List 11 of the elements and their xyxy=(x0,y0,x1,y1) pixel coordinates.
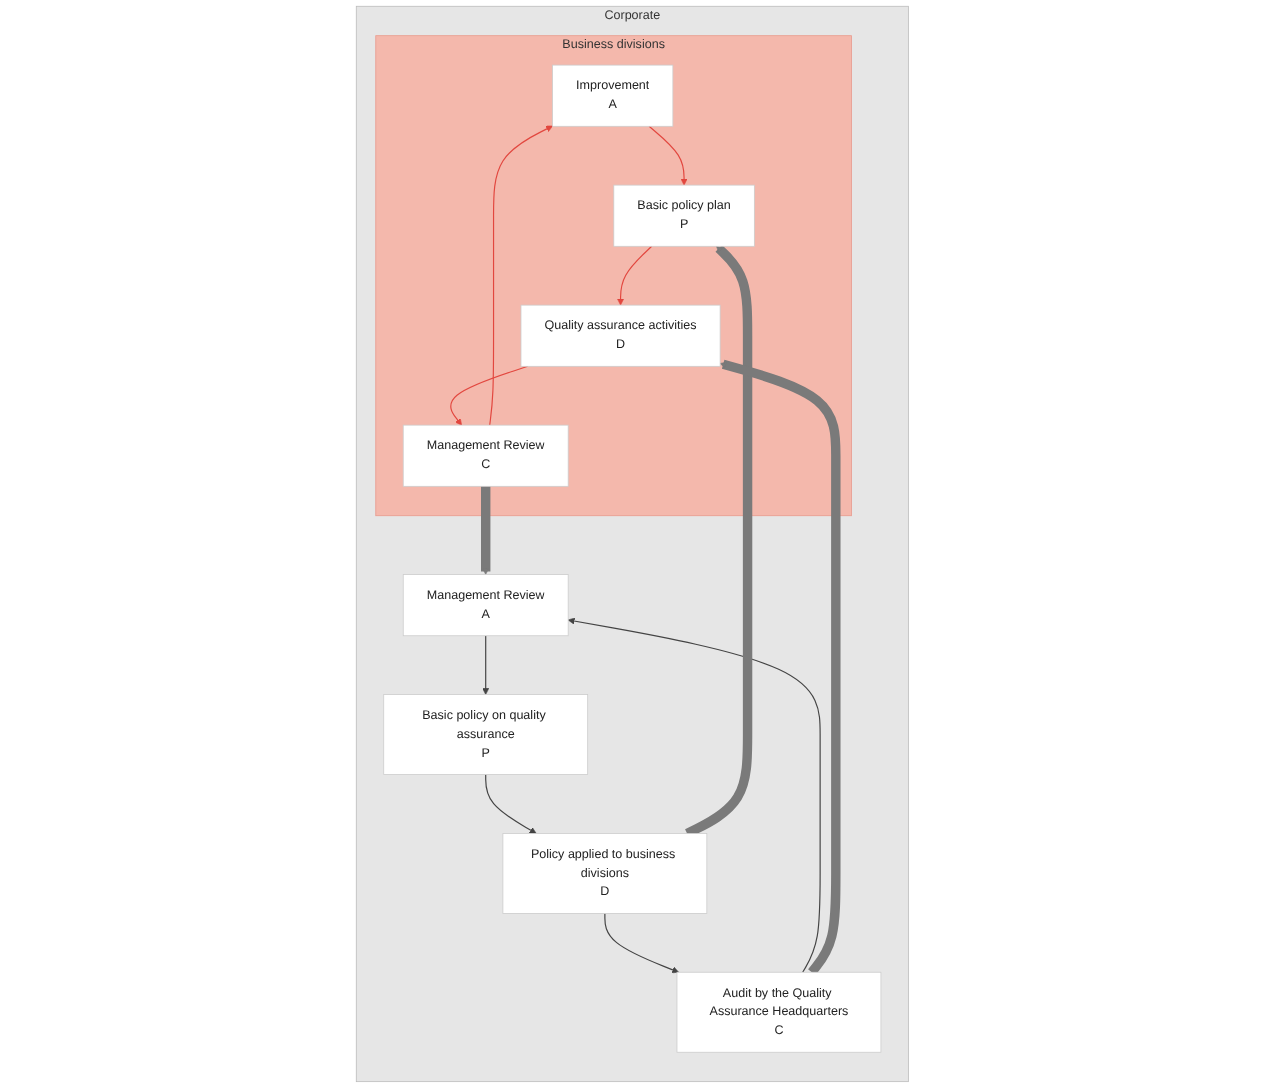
arrow xyxy=(617,245,653,306)
arrow xyxy=(450,365,530,426)
arrow xyxy=(604,912,680,974)
arrow xyxy=(481,486,492,575)
arrow xyxy=(482,635,490,695)
arrow xyxy=(489,125,554,426)
arrow xyxy=(685,245,753,838)
arrow xyxy=(568,617,822,973)
arrow xyxy=(485,774,538,834)
arrow xyxy=(720,359,842,976)
arrow xyxy=(649,125,689,186)
